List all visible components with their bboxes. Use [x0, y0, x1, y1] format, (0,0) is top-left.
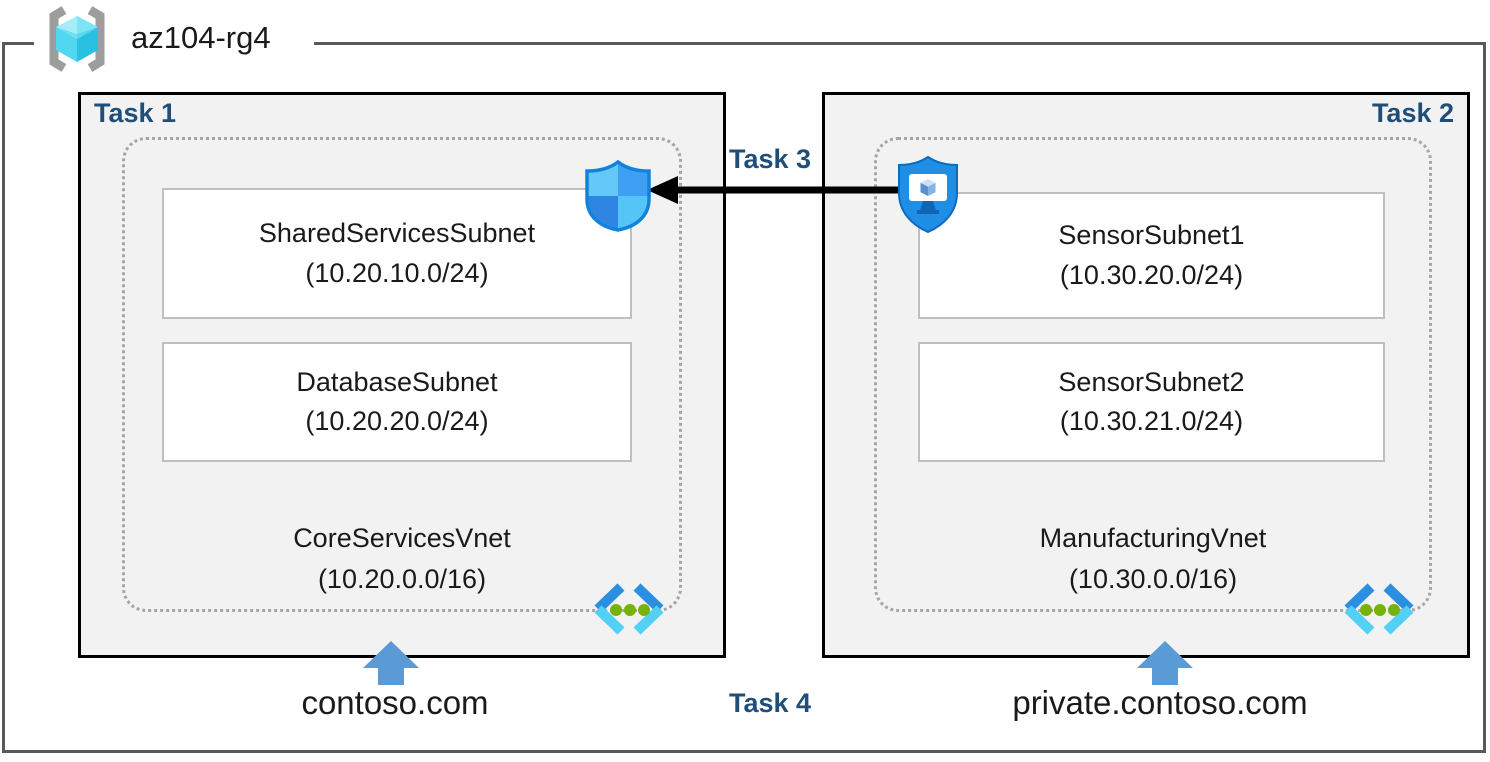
subnet-cidr: (10.30.20.0/24) [1059, 259, 1244, 290]
subnet-cidr: (10.30.21.0/24) [1059, 406, 1244, 436]
core-services-vnet-label: CoreServicesVnet (10.20.0.0/16) [122, 518, 682, 599]
task1-label: Task 1 [94, 98, 177, 128]
vnet-cidr: (10.20.0.0/16) [317, 563, 487, 594]
sensor-subnet1-box: SensorSubnet1 (10.30.20.0/24) [918, 192, 1385, 319]
resource-group-name: az104-rg4 [131, 20, 271, 55]
left-arrow-icon [640, 168, 910, 212]
sensor-subnet2-box: SensorSubnet2 (10.30.21.0/24) [918, 342, 1385, 462]
subnet-name: SensorSubnet1 [1058, 220, 1245, 251]
task4-label: Task 4 [728, 688, 812, 718]
manufacturing-vnet-label: ManufacturingVnet (10.30.0.0/16) [874, 518, 1432, 599]
contoso-domain-label: contoso.com [301, 684, 489, 721]
subnet-name: SensorSubnet2 [1058, 366, 1245, 397]
shield-monitor-icon [896, 155, 960, 235]
up-arrow-icon [363, 641, 419, 685]
vnet-cidr: (10.30.0.0/16) [1068, 563, 1238, 594]
nsg-shield-icon [583, 159, 653, 233]
resource-group-icon [44, 4, 110, 74]
subnet-cidr: (10.20.20.0/24) [305, 406, 489, 436]
subnet-cidr: (10.20.10.0/24) [305, 257, 489, 288]
virtual-network-icon [1342, 582, 1416, 636]
vnet-name: CoreServicesVnet [293, 523, 511, 553]
up-arrow-icon [1137, 641, 1193, 685]
private-contoso-domain-label: private.contoso.com [1012, 684, 1308, 721]
manufacturing-vnet-boundary [874, 137, 1432, 612]
database-subnet-box: DatabaseSubnet (10.20.20.0/24) [162, 342, 632, 462]
subnet-name: DatabaseSubnet [296, 366, 498, 397]
subnet-name: SharedServicesSubnet [258, 218, 536, 249]
core-services-vnet-boundary [122, 137, 682, 612]
task2-label: Task 2 [1371, 98, 1454, 128]
vnet-name: ManufacturingVnet [1039, 523, 1267, 553]
resource-group-border [2, 42, 1486, 753]
virtual-network-icon [592, 582, 666, 636]
shared-services-subnet-box: SharedServicesSubnet (10.20.10.0/24) [162, 188, 632, 319]
task3-label: Task 3 [728, 144, 812, 174]
